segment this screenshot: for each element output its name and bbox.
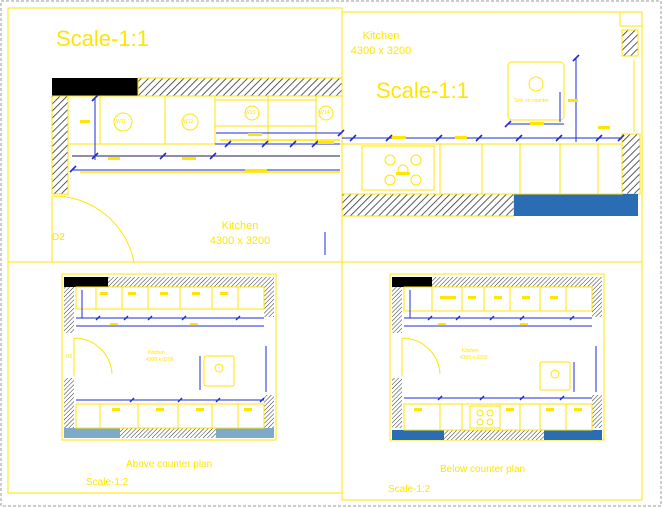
scale-label-bottom-right: Scale-1:2 [388, 484, 431, 495]
fixture-tag-w14: W14 [319, 110, 330, 116]
room-name-bottom-left: Kitchen [148, 350, 165, 356]
room-name-top-left: Kitchen [221, 220, 259, 232]
door-tag-top-left: D2 [52, 232, 65, 243]
bottom-left-plan [61, 273, 277, 441]
caption-bottom-right: Below counter plan [440, 464, 526, 475]
viewport-frames [7, 7, 643, 501]
room-size-top-right: 4300 x 3200 [350, 45, 412, 57]
fixture-tag-w13: W13 [245, 110, 256, 116]
fixture-tag-w11: W11 [116, 119, 126, 125]
black-block [52, 78, 138, 96]
fixture-tag-w12: W12 [183, 119, 194, 125]
door-tag-bottom-left: D2 [66, 354, 73, 360]
room-name-top-right: Kitchen [362, 30, 400, 42]
scale-label-bottom-left: Scale-1:2 [86, 477, 129, 488]
top-left-plan [51, 77, 345, 263]
room-size-bottom-left: 4300 x 3200 [146, 357, 174, 363]
caption-bottom-left: Above counter plan [126, 459, 213, 470]
room-size-top-left: 4300 x 3200 [209, 235, 271, 247]
scale-label-top-right: Scale-1:1 [376, 78, 469, 103]
room-name-bottom-right: Kitchen [462, 348, 479, 354]
room-size-bottom-right: 4300 x 3200 [460, 355, 488, 361]
scale-label-top-left: Scale-1:1 [56, 26, 149, 51]
sink-label: Sink on counter [514, 98, 549, 104]
bottom-right-plan [389, 273, 605, 441]
top-right-plan [341, 11, 643, 217]
